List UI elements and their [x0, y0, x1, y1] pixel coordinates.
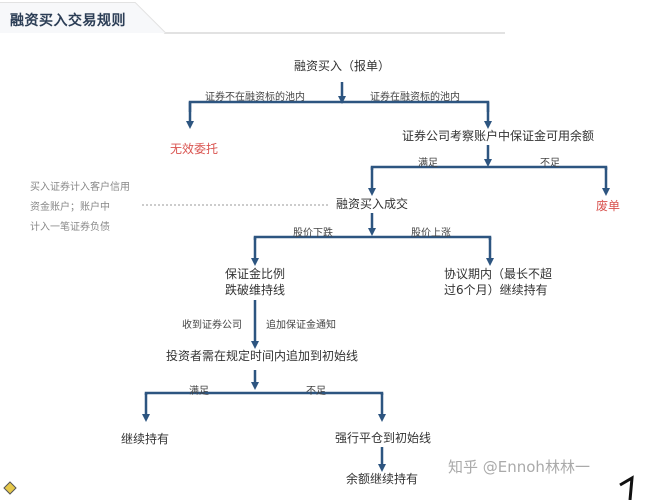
edge-label-sufficient-2: 满足 — [189, 386, 209, 397]
edge-label-not-in-pool: 证券不在融资标的池内 — [205, 92, 305, 103]
node-start: 融资买入（报单） — [293, 59, 391, 73]
node-below-maintenance: 保证金比例 跌破维持线 — [224, 267, 286, 297]
node-top-up: 投资者需在规定时间内追加到初始线 — [165, 349, 359, 363]
edge-label-insufficient-1: 不足 — [540, 158, 560, 169]
edge-label-sufficient-1: 满足 — [418, 158, 438, 169]
node-invalid: 无效委托 — [170, 142, 219, 156]
title-tab: 融资买入交易规则 — [0, 0, 645, 36]
node-hold-agreement: 协议期内（最长不超 过6个月）继续持有 — [443, 267, 553, 297]
edge-label-in-pool: 证券在融资标的池内 — [370, 92, 460, 103]
node-force-close: 强行平仓到初始线 — [334, 431, 432, 445]
edge-label-price-down: 股价下跌 — [293, 228, 333, 239]
watermark: 知乎 @Ennoh林林一 — [448, 458, 590, 476]
node-rejected: 废单 — [596, 199, 621, 213]
node-check-margin: 证券公司考察账户中保证金可用余额 — [401, 129, 595, 143]
page-title: 融资买入交易规则 — [10, 13, 126, 29]
edge-label-insufficient-2: 不足 — [306, 386, 326, 397]
tab-outline — [0, 2, 505, 34]
edge-label-price-up: 股价上涨 — [411, 228, 451, 239]
corner-doodle — [619, 475, 634, 500]
side-note: 买入证券计入客户信用 资金账户；账户中 计入一笔证券负债 — [30, 182, 130, 233]
node-keep-holding: 继续持有 — [121, 432, 170, 446]
edge-label-notice-right: 追加保证金通知 — [266, 320, 336, 331]
node-remainder-hold: 余额继续持有 — [345, 472, 419, 486]
edge-label-notice-left: 收到证券公司 — [182, 320, 242, 331]
node-success: 融资买入成交 — [335, 197, 409, 211]
